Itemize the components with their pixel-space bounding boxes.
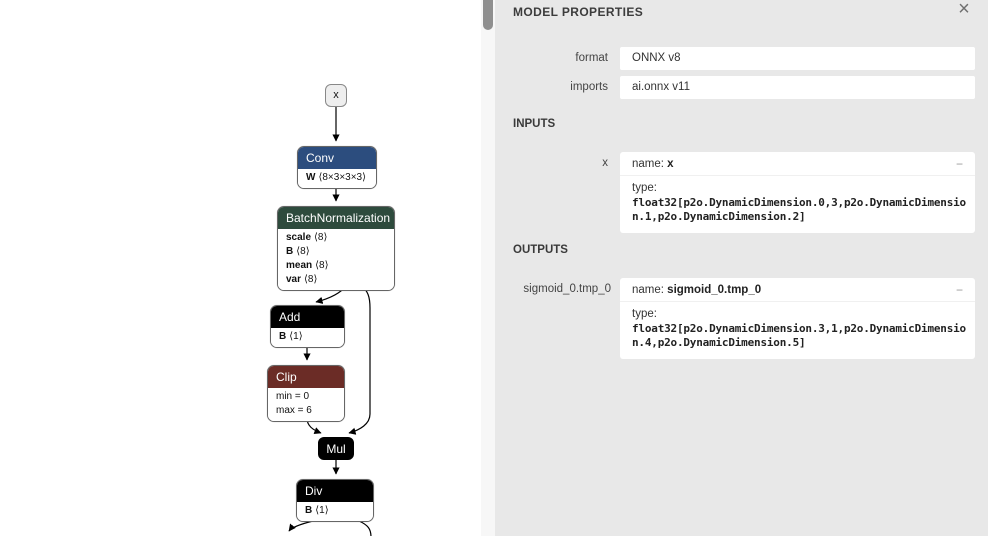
input-name-value: x (667, 158, 674, 170)
node-add[interactable]: Add B⟨1⟩ (270, 305, 345, 348)
output-type-value: float32[p2o.DynamicDimension.3,1,p2o.Dyn… (632, 322, 966, 349)
type-label: type: (632, 308, 657, 320)
node-conv[interactable]: Conv W⟨8×3×3×3⟩ (297, 146, 377, 189)
name-label: name: (632, 158, 668, 170)
input-arg-card: name: x − type: float32[p2o.DynamicDimen… (620, 152, 975, 233)
input-type-block: type: float32[p2o.DynamicDimension.0,3,p… (620, 176, 975, 233)
node-input-x[interactable]: x (325, 84, 347, 107)
format-value[interactable]: ONNX v8 (620, 47, 975, 70)
node-clip[interactable]: Clip min = 0 max = 6 (267, 365, 345, 422)
outputs-heading: OUTPUTS (513, 244, 568, 256)
node-attr: var⟨8⟩ (286, 274, 318, 285)
node-attr: mean⟨8⟩ (286, 260, 329, 271)
graph-canvas[interactable]: x Conv W⟨8×3×3×3⟩ BatchNormalization sca… (0, 0, 481, 536)
panel-title: MODEL PROPERTIES (513, 5, 644, 19)
output-name-row: name: sigmoid_0.tmp_0 − (620, 278, 975, 302)
output-type-block: type: float32[p2o.DynamicDimension.3,1,p… (620, 302, 975, 359)
node-attr: W⟨8×3×3×3⟩ (306, 172, 367, 183)
input-type-value: float32[p2o.DynamicDimension.0,3,p2o.Dyn… (632, 196, 966, 223)
node-batchnormalization-title: BatchNormalization (278, 207, 394, 229)
imports-value[interactable]: ai.onnx v11 (620, 76, 975, 99)
input-name-row: name: x − (620, 152, 975, 176)
node-attr: B⟨8⟩ (286, 246, 310, 257)
node-attr: max = 6 (276, 405, 312, 416)
node-add-title: Add (271, 306, 344, 328)
output-arg-label: sigmoid_0.tmp_0 (523, 283, 611, 295)
type-label: type: (632, 182, 657, 194)
inputs-heading: INPUTS (513, 118, 556, 130)
node-div[interactable]: Div B⟨1⟩ (296, 479, 374, 522)
model-properties-panel: MODEL PROPERTIES × format ONNX v8 import… (495, 0, 988, 536)
node-attr: B⟨1⟩ (305, 505, 329, 516)
node-clip-title: Clip (268, 366, 344, 388)
node-batchnormalization[interactable]: BatchNormalization scale⟨8⟩ B⟨8⟩ mean⟨8⟩… (277, 206, 395, 291)
graph-edges (288, 107, 372, 536)
output-arg-card: name: sigmoid_0.tmp_0 − type: float32[p2… (620, 278, 975, 359)
panel-scrollbar-thumb[interactable] (483, 0, 493, 30)
output-name-value: sigmoid_0.tmp_0 (667, 284, 762, 296)
close-icon[interactable]: × (958, 0, 970, 20)
node-attr: min = 0 (276, 391, 310, 402)
collapse-toggle[interactable]: − (955, 157, 963, 171)
node-div-title: Div (297, 480, 373, 502)
node-mul[interactable]: Mul (318, 437, 354, 460)
input-arg-label: x (602, 157, 608, 169)
node-attr: scale⟨8⟩ (286, 232, 328, 243)
collapse-toggle[interactable]: − (955, 283, 963, 297)
format-label: format (575, 52, 608, 64)
node-attr: B⟨1⟩ (279, 331, 303, 342)
name-label: name: (632, 284, 668, 296)
panel-scrollbar-track (481, 0, 495, 536)
imports-label: imports (570, 81, 608, 93)
node-conv-title: Conv (298, 147, 376, 169)
